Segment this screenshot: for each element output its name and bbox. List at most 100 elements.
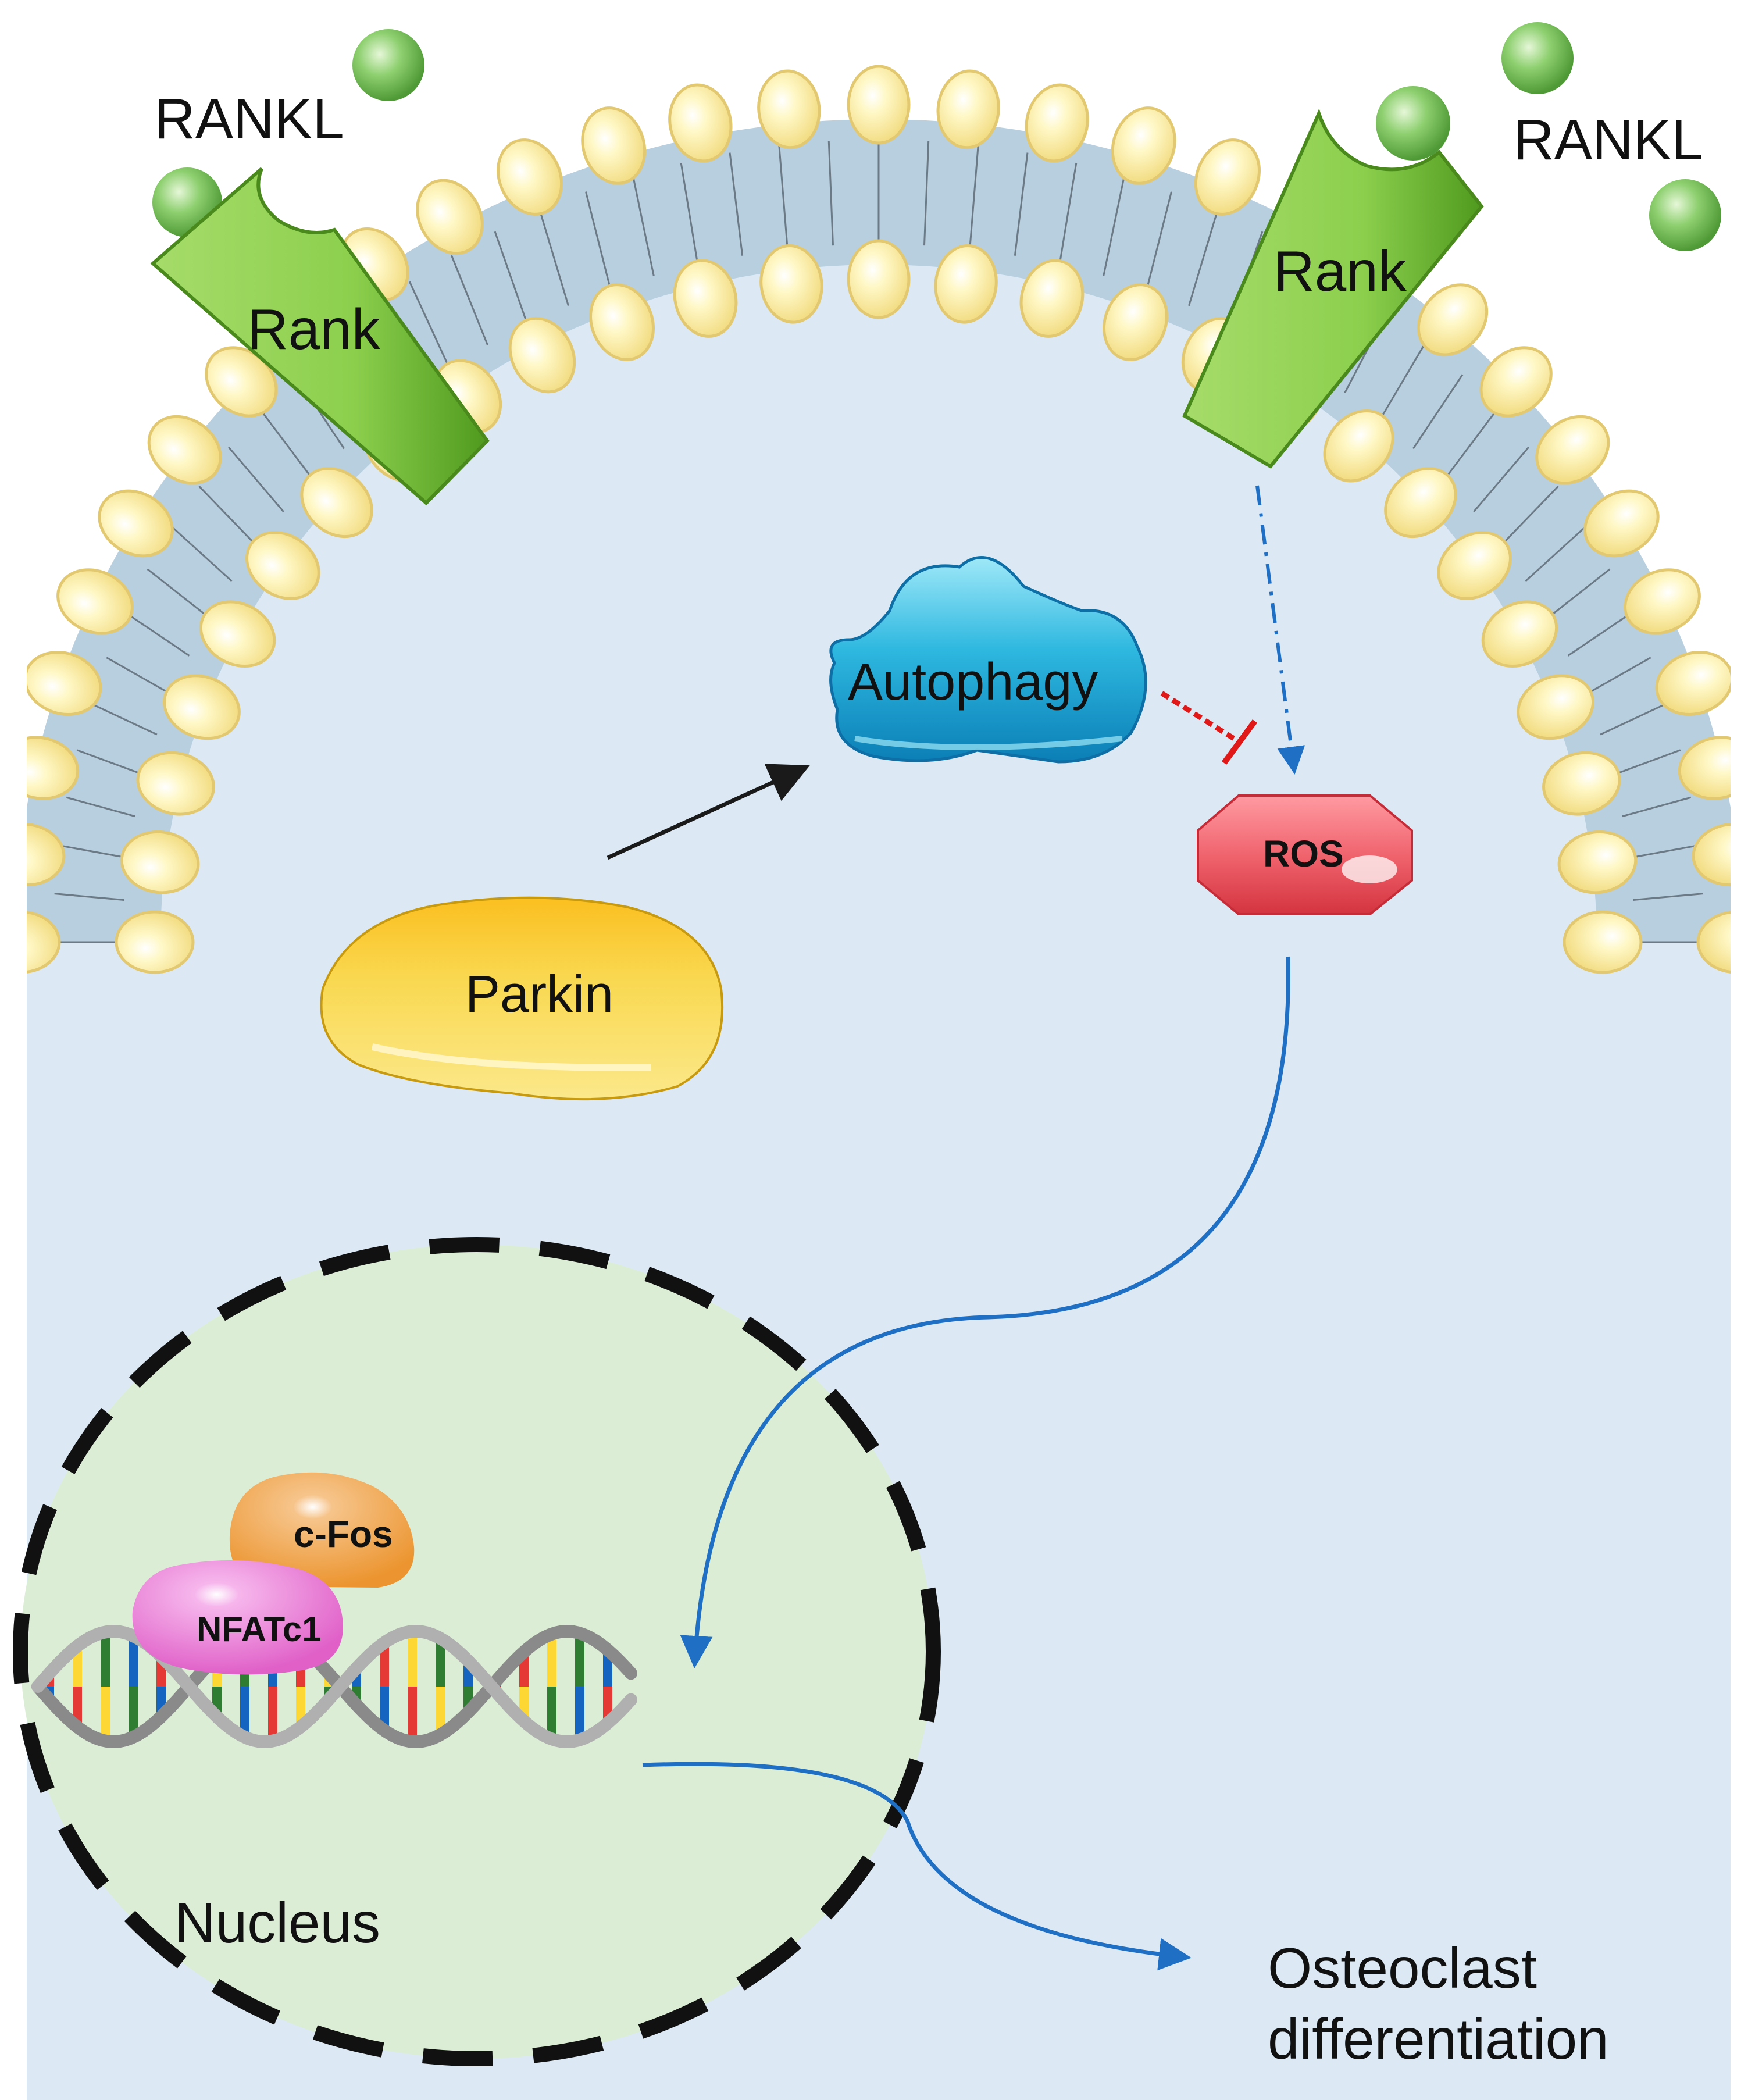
- dna-backbone: [31, 1624, 637, 1749]
- lipid-tail: [198, 486, 258, 547]
- lipid-head: [1384, 466, 1457, 539]
- lipid-tail: [408, 281, 450, 369]
- parkin-to-autophagy-arrow: [607, 764, 810, 860]
- lipid-head: [589, 283, 655, 361]
- lipid-tail: [1500, 486, 1559, 547]
- lipid-head: [136, 751, 215, 816]
- rank-label-right: Rank: [1273, 239, 1407, 303]
- autophagy-label: Autophagy: [848, 653, 1098, 711]
- lipid-head: [757, 69, 821, 149]
- autophagy-shape: [829, 556, 1147, 764]
- lipid-head: [1696, 910, 1731, 974]
- lipid-head: [496, 138, 563, 216]
- inhibition-bar: [1221, 719, 1258, 765]
- lipid-head: [1542, 751, 1621, 816]
- lipid-head: [115, 910, 195, 974]
- lipid-tail: [1629, 844, 1699, 859]
- lipid-tail: [1412, 374, 1464, 450]
- lipid-head: [27, 736, 80, 800]
- rankl-ligand: [352, 29, 424, 101]
- nfatc1-protein: [132, 1560, 343, 1675]
- lipid-head: [1655, 651, 1731, 716]
- lipid-tail: [1600, 703, 1668, 736]
- lipid-head: [1692, 822, 1731, 887]
- nucleus: [13, 1237, 941, 2066]
- lipid-tail: [66, 796, 135, 818]
- rankl-ligand: [1501, 22, 1574, 94]
- lipid-head: [245, 531, 320, 600]
- ros-to-nucleus-arrow: [680, 956, 1290, 1668]
- cell-membrane: [27, 65, 1731, 974]
- nucleus-to-differentiation-arrow: [642, 1762, 1192, 1971]
- lipid-head: [120, 830, 200, 894]
- lipid-head: [508, 316, 576, 394]
- lipid-tail: [494, 231, 529, 325]
- lipid-head: [1479, 346, 1553, 418]
- lipid-head: [934, 244, 998, 324]
- lipid-tail: [1473, 446, 1529, 512]
- rank-label-left: Rank: [247, 297, 381, 361]
- lipid-head: [416, 179, 484, 255]
- lipid-head: [98, 489, 174, 558]
- rankl-label-left: RANKL: [154, 87, 344, 151]
- lipid-head: [581, 106, 647, 185]
- nucleus-label: Nucleus: [174, 1891, 380, 1955]
- lipid-tail: [228, 446, 284, 512]
- lipid-tail: [1103, 176, 1125, 276]
- lipid-head: [27, 822, 66, 887]
- lipid-tail: [1146, 191, 1172, 290]
- lipid-tail: [450, 255, 488, 345]
- lipid-tail: [1525, 526, 1586, 582]
- lipid-head: [1417, 283, 1489, 356]
- lipid-tail: [171, 526, 233, 582]
- lipid-head: [1437, 531, 1512, 600]
- lipid-head: [847, 65, 911, 145]
- rankl-label-right: RANKL: [1513, 108, 1703, 172]
- lipid-tail: [1612, 749, 1681, 776]
- lipid-tail: [827, 141, 834, 246]
- lipid-head: [199, 600, 276, 668]
- lipid-head: [27, 910, 61, 974]
- lipid-head: [1563, 910, 1643, 974]
- lipid-head: [1557, 830, 1638, 894]
- lipid-tail: [632, 176, 655, 276]
- lipid-head: [162, 674, 241, 740]
- outcome-line1: Osteoclast: [1268, 1936, 1537, 2000]
- lipid-tail: [76, 749, 145, 776]
- lipid-tail: [969, 145, 979, 249]
- parkin-protein: [320, 896, 724, 1101]
- lipid-head: [1481, 600, 1558, 668]
- lipid-head: [1025, 83, 1089, 163]
- lipid-tail: [1188, 210, 1219, 306]
- lipid-tail: [729, 152, 744, 256]
- autophagy-inhibits-ros: [1160, 691, 1240, 744]
- lipid-tail: [1058, 162, 1078, 265]
- cfos-protein: [229, 1472, 415, 1588]
- lipid-tail: [680, 162, 699, 265]
- lipid-head: [1678, 736, 1731, 800]
- lipid-head: [1535, 415, 1610, 485]
- lipid-tail: [1014, 152, 1029, 256]
- lipid-tail: [125, 612, 190, 657]
- rankl-ligand: [1376, 86, 1450, 161]
- ros-shape: [1197, 794, 1413, 915]
- lipid-tail: [106, 657, 173, 696]
- lipid-head: [847, 239, 911, 319]
- lipid-head: [1624, 568, 1701, 635]
- lipid-head: [936, 69, 1000, 149]
- ligands: [152, 22, 1721, 251]
- lipid-head: [1019, 259, 1085, 338]
- lipid-head: [1517, 674, 1595, 740]
- lipid-head: [1583, 489, 1660, 558]
- outcome-line2: differentiation: [1268, 2007, 1609, 2071]
- lipid-head: [759, 244, 823, 324]
- lipid-head: [56, 568, 134, 635]
- lipid-head: [1103, 283, 1168, 361]
- rank-receptor-right: [1182, 108, 1484, 469]
- dna-backbone: [31, 1624, 637, 1749]
- lipid-tail: [1622, 796, 1692, 818]
- lipid-tail: [1379, 341, 1427, 420]
- lipid-tail: [585, 191, 612, 290]
